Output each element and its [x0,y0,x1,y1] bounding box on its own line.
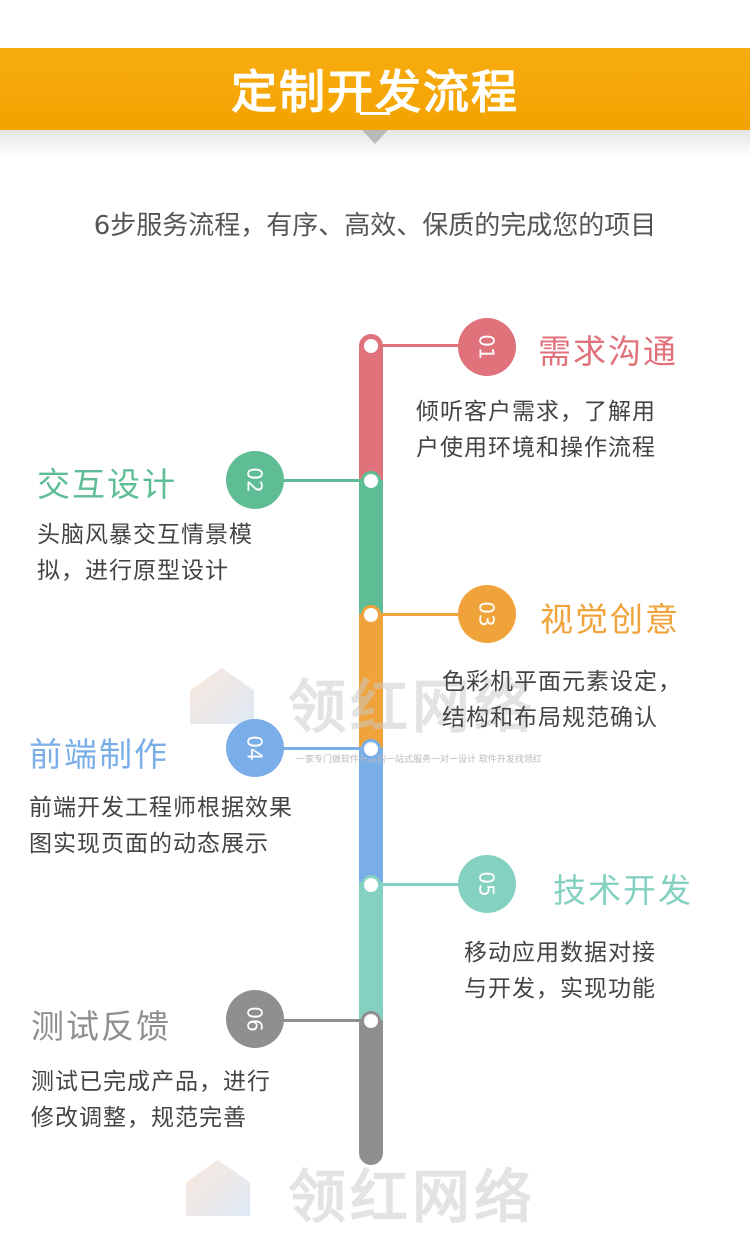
step-connector [371,344,491,347]
timeline-node [361,1011,381,1031]
timeline-segment-3 [359,614,383,748]
step-number-badge: 02 [226,451,284,509]
timeline-segment-2 [359,480,383,614]
step-number-badge: 03 [458,585,516,643]
step-description: 头脑风暴交互情景模拟，进行原型设计 [37,522,253,584]
step-title: 技术开发 [553,871,693,910]
step-description: 前端开发工程师根据效果图实现页面的动态展示 [29,795,293,857]
timeline-node [361,875,381,895]
timeline-segment-6 [359,1020,383,1165]
step-description: 色彩机平面元素设定，结构和布局规范确认 [442,669,682,731]
step-description: 测试已完成产品，进行修改调整，规范完善 [31,1069,271,1131]
timeline-node [361,336,381,356]
step-connector [371,883,491,886]
timeline-node [361,739,381,759]
title-pointer [362,130,388,144]
watermark-logo-icon [190,668,254,724]
step-connector [255,747,371,750]
page-title: 定制开发流程 [231,65,519,119]
step-connector [371,613,491,616]
watermark-logo-icon [186,1160,250,1216]
step-number-badge: 04 [226,719,284,777]
step-number-badge: 05 [458,855,516,913]
step-number-badge: 06 [226,990,284,1048]
step-title: 需求沟通 [538,332,678,371]
watermark-tagline: 一家专门做软件开发的一站式服务一对一设计 软件开发找领红 [296,755,542,765]
step-connector [255,1019,371,1022]
step-title: 交互设计 [37,465,177,504]
title-underline [360,112,390,115]
page-subtitle: 6步服务流程，有序、高效、保质的完成您的项目 [93,211,657,241]
step-description: 倾听客户需求，了解用户使用环境和操作流程 [416,399,656,461]
step-title: 前端制作 [29,735,169,774]
timeline-node [361,471,381,491]
timeline-segment-5 [359,882,383,1020]
header-banner [0,48,750,130]
watermark-text: 领红网络 [288,673,537,741]
step-title: 测试反馈 [31,1007,171,1046]
timeline-node [361,605,381,625]
step-connector [255,479,371,482]
timeline-segment-1 [359,334,383,480]
step-number-badge: 01 [458,318,516,376]
timeline-segment-4 [359,748,383,882]
step-description: 移动应用数据对接与开发，实现功能 [464,940,656,1002]
step-title: 视觉创意 [540,600,680,639]
watermark-text: 领红网络 [288,1163,537,1231]
